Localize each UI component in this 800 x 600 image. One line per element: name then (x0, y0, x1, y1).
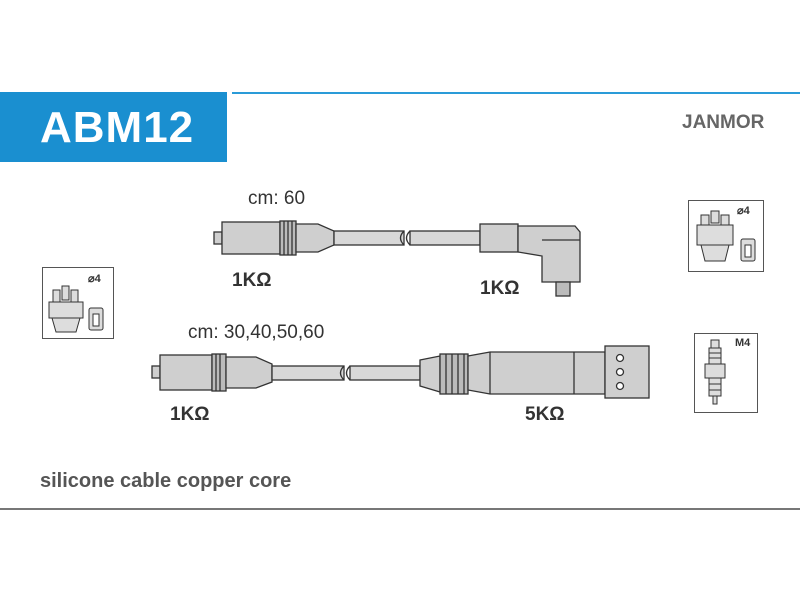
boot-right (479, 223, 519, 253)
spark-plug-label: M4 (735, 337, 751, 349)
distributor-right-label: ⌀4 (737, 205, 750, 217)
product-code: ABM12 (40, 103, 195, 152)
spark-plug-icon (704, 339, 726, 405)
terminal-tip (151, 365, 161, 379)
cable-wire (333, 230, 405, 246)
cable-description: silicone cable copper core (40, 470, 292, 492)
cable-1-length: cm: 60 (248, 188, 306, 209)
terminal-tip (213, 231, 223, 245)
product-code-banner (0, 92, 227, 162)
cable-2-length: cm: 30,40,50,60 (188, 322, 325, 343)
footer-rule (0, 508, 800, 510)
distributor-cap-icon (48, 285, 104, 333)
cable-2-right-resistance: 5KΩ (525, 404, 565, 425)
distributor-icon-left (42, 267, 114, 339)
cable-2-left-resistance: 1KΩ (170, 404, 210, 425)
cable-2 (151, 345, 650, 399)
boot-left (159, 354, 213, 391)
boot-left (221, 221, 281, 255)
distributor-icon (688, 200, 764, 272)
spark-plug-box (694, 333, 758, 413)
distributor-left-label: ⌀4 (88, 273, 101, 285)
cable-1-right-resistance: 1KΩ (480, 278, 520, 299)
cable-1 (213, 220, 581, 297)
cable-1-left-resistance: 1KΩ (232, 270, 272, 291)
header-rule (232, 92, 800, 94)
cable-wire (271, 365, 345, 381)
brand-name: JANMOR (682, 112, 765, 133)
distributor-cap-icon (696, 210, 756, 262)
